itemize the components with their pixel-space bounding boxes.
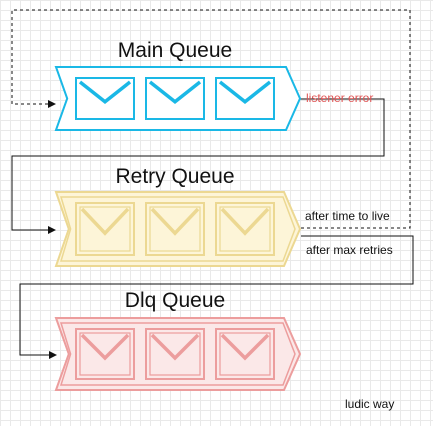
listener-error-connector	[11, 98, 385, 234]
queue-inner-outline	[59, 322, 296, 386]
after-max-retries-label: after max retries	[306, 243, 393, 257]
after-time-to-live-label: after time to live	[305, 209, 390, 223]
message-envelope-icon	[145, 328, 205, 380]
retry-queue-title: Retry Queue	[115, 165, 234, 188]
message-envelope-icon	[75, 328, 135, 380]
message-envelope-icon	[215, 77, 275, 120]
message-envelope-icon	[75, 202, 135, 256]
main-queue-title: Main Queue	[118, 39, 232, 62]
message-envelope-icon	[145, 202, 205, 256]
dlq-queue-title: Dlq Queue	[125, 289, 225, 312]
message-envelope-icon	[145, 77, 205, 120]
queue-inner-outline	[59, 196, 296, 262]
max-retries-connector	[19, 235, 414, 359]
message-envelope-icon	[75, 77, 135, 120]
main-queue	[54, 66, 302, 131]
retry-queue	[54, 191, 302, 267]
ttl-return-connector	[11, 9, 411, 229]
listener-error-label: listener error	[306, 91, 373, 105]
message-envelope-icon	[215, 202, 275, 256]
dlq-queue	[54, 317, 302, 391]
footer-caption: ludic way	[345, 397, 394, 411]
message-envelope-icon	[215, 328, 275, 380]
